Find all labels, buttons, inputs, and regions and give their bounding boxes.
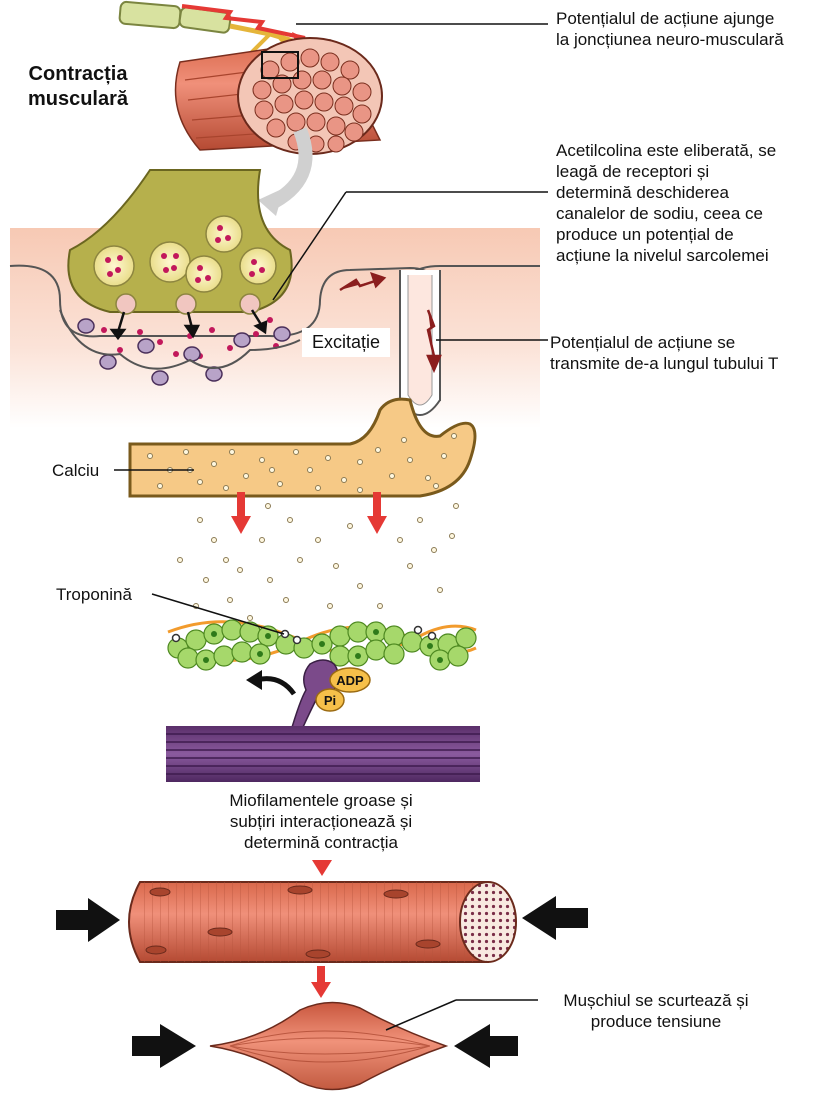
myosin-thick-filament	[166, 726, 480, 782]
label-calcium: Calciu	[52, 461, 100, 480]
sarcoplasmic-reticulum	[128, 397, 477, 498]
zoom-arrow-head	[258, 188, 284, 216]
pi-label: Pi	[324, 693, 336, 708]
muscle-fiber-cylinder	[128, 881, 517, 963]
compression-arrow-left-2	[132, 1024, 196, 1068]
calcium-release-arrows	[231, 492, 387, 534]
label-t-tubule: Potențialul de acțiune se transmite de-a…	[550, 333, 779, 373]
adp-label: ADP	[336, 673, 364, 688]
label-troponin: Troponină	[56, 585, 132, 604]
contraction-arrow-2	[311, 966, 331, 998]
release-arrows	[109, 309, 268, 341]
postsynaptic-folds	[59, 309, 301, 370]
sarcolemma-ap-arrows	[339, 272, 442, 374]
shortened-muscle	[209, 1001, 449, 1091]
muscle-fiber-bundle	[174, 37, 383, 155]
label-excitation: Excitație	[302, 328, 391, 357]
diagram-title: Contracția musculară	[27, 63, 129, 110]
power-stroke-arrow	[246, 670, 297, 696]
t-tubule	[399, 270, 441, 416]
sodium-channel-receptors	[77, 318, 291, 386]
myosin-head	[288, 659, 339, 735]
compression-arrow-left-1	[56, 898, 120, 942]
leader-line-ach	[272, 191, 347, 301]
contraction-arrow-1	[312, 860, 332, 876]
label-action-potential-arrives: Potențialul de acțiune ajunge la joncțiu…	[556, 9, 784, 49]
adp-badge	[329, 667, 371, 693]
leader-line-troponin	[151, 593, 285, 635]
compression-arrow-right-2	[454, 1024, 518, 1068]
axon-terminal	[67, 169, 293, 315]
label-acetylcholine: Acetilcolina este eliberată, se leagă de…	[556, 141, 777, 265]
leader-line-muscle	[385, 999, 457, 1031]
pi-badge	[315, 688, 345, 712]
label-muscle-shortens: Mușchiul se scurtează și produce tensiun…	[563, 991, 749, 1031]
thin-filament-actin	[167, 619, 477, 671]
label-myofilaments: Miofilamentele groase și subțiri interac…	[229, 791, 413, 852]
calcium-ions-released	[177, 503, 459, 621]
troponin-markers	[171, 625, 437, 645]
compression-arrow-right-1	[522, 896, 588, 940]
nerve-axon	[118, 0, 331, 62]
